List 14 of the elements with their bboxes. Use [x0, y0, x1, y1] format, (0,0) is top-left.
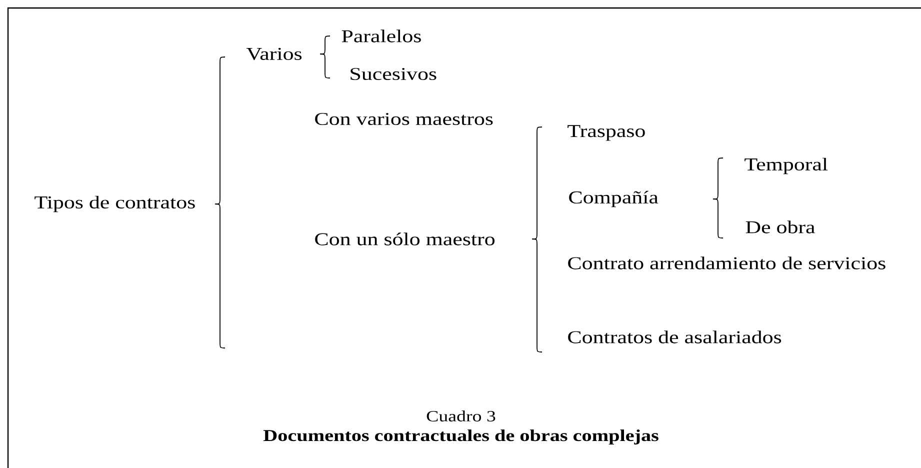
category-text: Temporal	[744, 158, 828, 174]
caption: Documentos contractuales de obras complejas	[263, 430, 658, 444]
category-text: Contratos de asalariados	[568, 330, 782, 344]
category-text: Tipos de contratos	[34, 196, 195, 212]
table-number: Cuadro 3	[426, 410, 496, 422]
category-text: De obra	[746, 220, 815, 234]
category-text: Con varios maestros	[315, 112, 493, 126]
category-text: Sucesivos	[350, 68, 436, 80]
category-text: Con un sólo maestro	[315, 232, 495, 246]
category-text: Traspaso	[568, 125, 645, 141]
category-text: Paralelos	[342, 30, 421, 42]
category-text: Compañía	[569, 190, 658, 208]
category-text: Varios	[246, 48, 302, 60]
category-text: Contrato arrendamiento de servicios	[568, 256, 886, 270]
